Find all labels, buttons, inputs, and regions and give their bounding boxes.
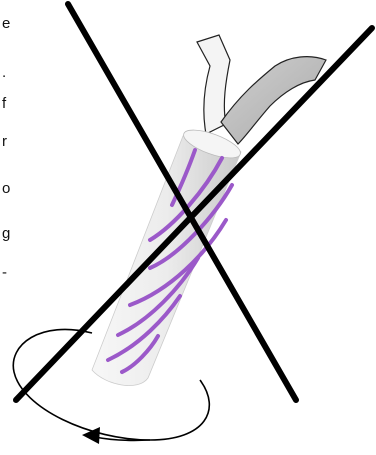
arrowhead-icon — [82, 427, 100, 444]
wrapped-sleeve — [92, 124, 244, 385]
